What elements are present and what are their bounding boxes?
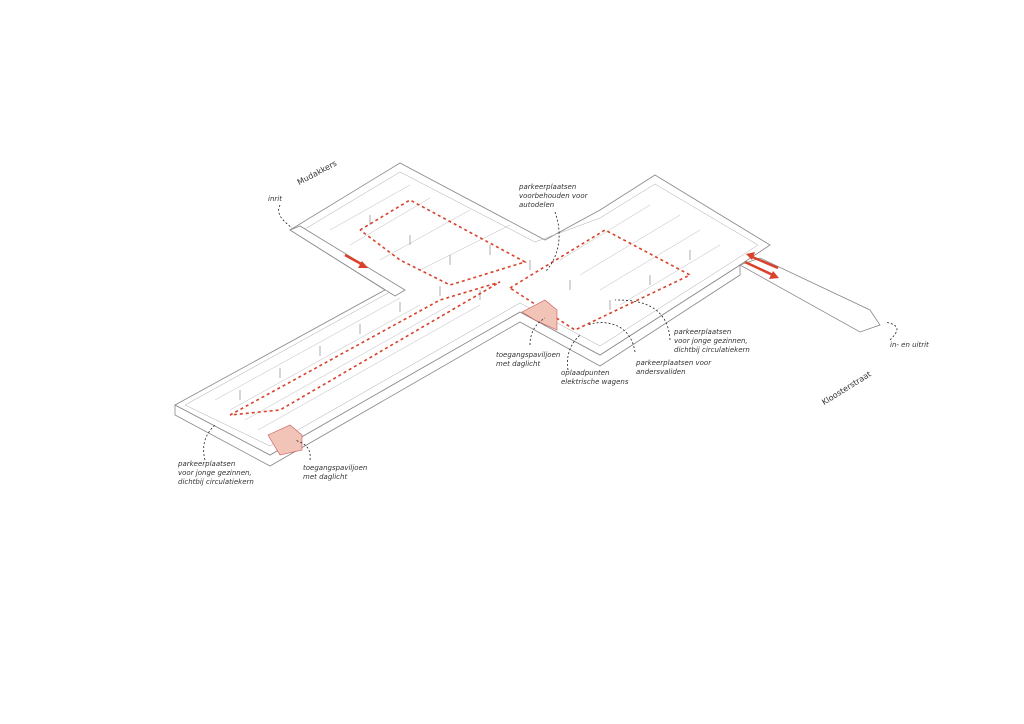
route-north-wing [359,199,528,286]
entry-arrow-icon [344,253,368,268]
leader-entry [278,204,293,229]
label-disabled: parkeerplaatsen voor andersvaliden [636,359,712,376]
access-pavilion-left [267,424,303,456]
exit-arrows-icon [744,252,779,279]
label-pavilion-center: toegangspaviljoen met daglicht [496,351,561,368]
leader-disabled [587,322,636,353]
route-left-wing [229,281,501,416]
leader-pavilion-left [294,439,311,461]
leader-families-right [614,299,671,341]
columns [239,215,691,400]
access-pavilion-center [521,299,558,331]
leader-charging [567,334,581,371]
label-charging: oplaadpunten elektrische wagens [561,369,629,386]
parking-rows [214,184,721,431]
label-families-right: parkeerplaatsen voor jonge gezinnen, dic… [674,328,750,354]
label-families-left: parkeerplaatsen voor jonge gezinnen, dic… [178,460,254,486]
leader-families-left [203,424,216,461]
label-car-sharing: parkeerplaatsen voorbehouden voor autode… [519,183,588,209]
label-pavilion-left: toegangspaviljoen met daglicht [303,464,368,481]
leader-entry-exit [884,321,898,341]
entry-ramp [289,225,406,297]
leader-car-sharing [544,211,560,273]
label-entry-exit: in- en uitrit [890,341,929,349]
label-entry: inrit [268,195,282,203]
